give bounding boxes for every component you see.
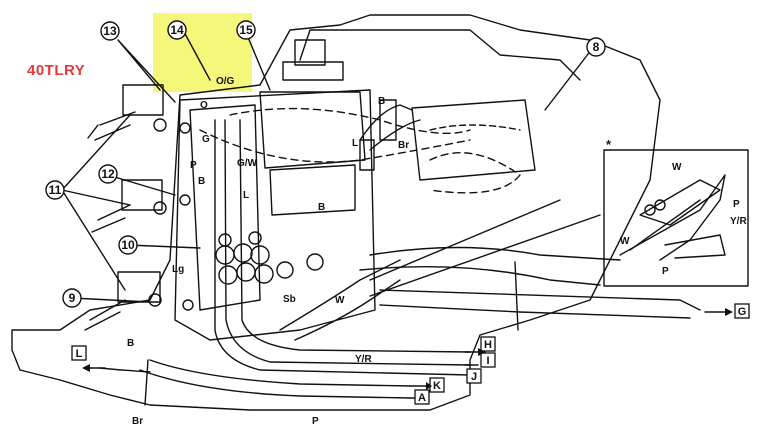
coil-middle — [91, 179, 163, 233]
callout-12 — [98, 164, 118, 184]
connector-i-box — [480, 352, 496, 368]
wire-label-l-mid: L — [243, 190, 249, 201]
connector-h-box — [480, 336, 496, 352]
relay-cluster — [215, 231, 324, 285]
head-plate — [189, 104, 261, 311]
detail-label-w2: W — [620, 236, 630, 247]
block-outline — [174, 89, 376, 341]
detail-label-w1: W — [672, 162, 682, 173]
callout-14 — [167, 20, 187, 40]
arrow-to-g — [725, 308, 733, 316]
connector-g-box — [734, 303, 750, 319]
detail-label-yr: Y/R — [730, 216, 747, 227]
arrow-to-h — [478, 348, 486, 356]
connector-l-box — [71, 345, 87, 361]
wire-label-b-right: B — [318, 202, 325, 213]
connector-g-label: G — [738, 306, 747, 318]
callout-11 — [45, 180, 65, 200]
arrow-to-k — [426, 382, 432, 390]
callout-15-label: 15 — [239, 23, 253, 37]
callout-13-label: 13 — [103, 24, 117, 38]
callout-13 — [100, 21, 120, 41]
wire-label-yr-bottom: Y/R — [355, 354, 372, 365]
callout-10 — [118, 235, 138, 255]
component-8 — [411, 99, 536, 181]
wire-label-br-right: Br — [398, 140, 409, 151]
connector-j-label: J — [471, 371, 477, 383]
detail-label-p2: P — [662, 266, 669, 277]
engine-outline — [11, 14, 661, 411]
wire-label-l-right: L — [352, 138, 358, 149]
wire-label-p-bottom: P — [312, 416, 319, 427]
connector-i-label: I — [486, 355, 489, 367]
wire-label-og: O/G — [216, 76, 235, 87]
wire-label-gw: G/W — [237, 158, 258, 169]
connector-a-box — [414, 389, 430, 405]
connector-k-label: K — [433, 380, 441, 392]
callout-9-label: 9 — [69, 291, 76, 305]
callout-9 — [62, 288, 82, 308]
wire-label-g: G — [202, 134, 210, 145]
crankcase-upper — [299, 29, 581, 81]
callout-12-label: 12 — [101, 167, 115, 181]
connector-a-label: A — [418, 392, 426, 404]
coil-upper — [87, 84, 164, 141]
wire-label-b-left: B — [198, 176, 205, 187]
wire-label-w-center: W — [335, 295, 345, 306]
callout-15 — [236, 20, 256, 40]
arrow-to-l — [82, 364, 90, 372]
highlight-box — [153, 13, 252, 92]
wire-label-sb: Sb — [283, 294, 296, 305]
wire-label-lg: Lg — [172, 264, 184, 275]
connector-j-box — [466, 368, 482, 384]
callout-10-label: 10 — [121, 238, 135, 252]
detail-marker: * — [606, 137, 612, 152]
detail-inset — [603, 149, 749, 287]
model-label: 40TLRY — [27, 62, 86, 79]
wire-label-b-top: B — [378, 96, 385, 107]
wire-label-o: O — [200, 100, 208, 111]
callout-14-label: 14 — [170, 23, 184, 37]
callout-8 — [586, 37, 606, 57]
connector-h-label: H — [484, 339, 492, 351]
wire-label-b-lower: B — [127, 338, 134, 349]
housing-15 — [259, 91, 366, 169]
callout-11-label: 11 — [49, 183, 62, 197]
connector-l-label: L — [76, 348, 83, 360]
callouts — [45, 20, 606, 308]
callout-8-label: 8 — [593, 40, 600, 54]
wire-label-br-bottom: Br — [132, 416, 143, 427]
detail-label-p1: P — [733, 199, 740, 210]
wire-label-p-left: P — [190, 160, 197, 171]
